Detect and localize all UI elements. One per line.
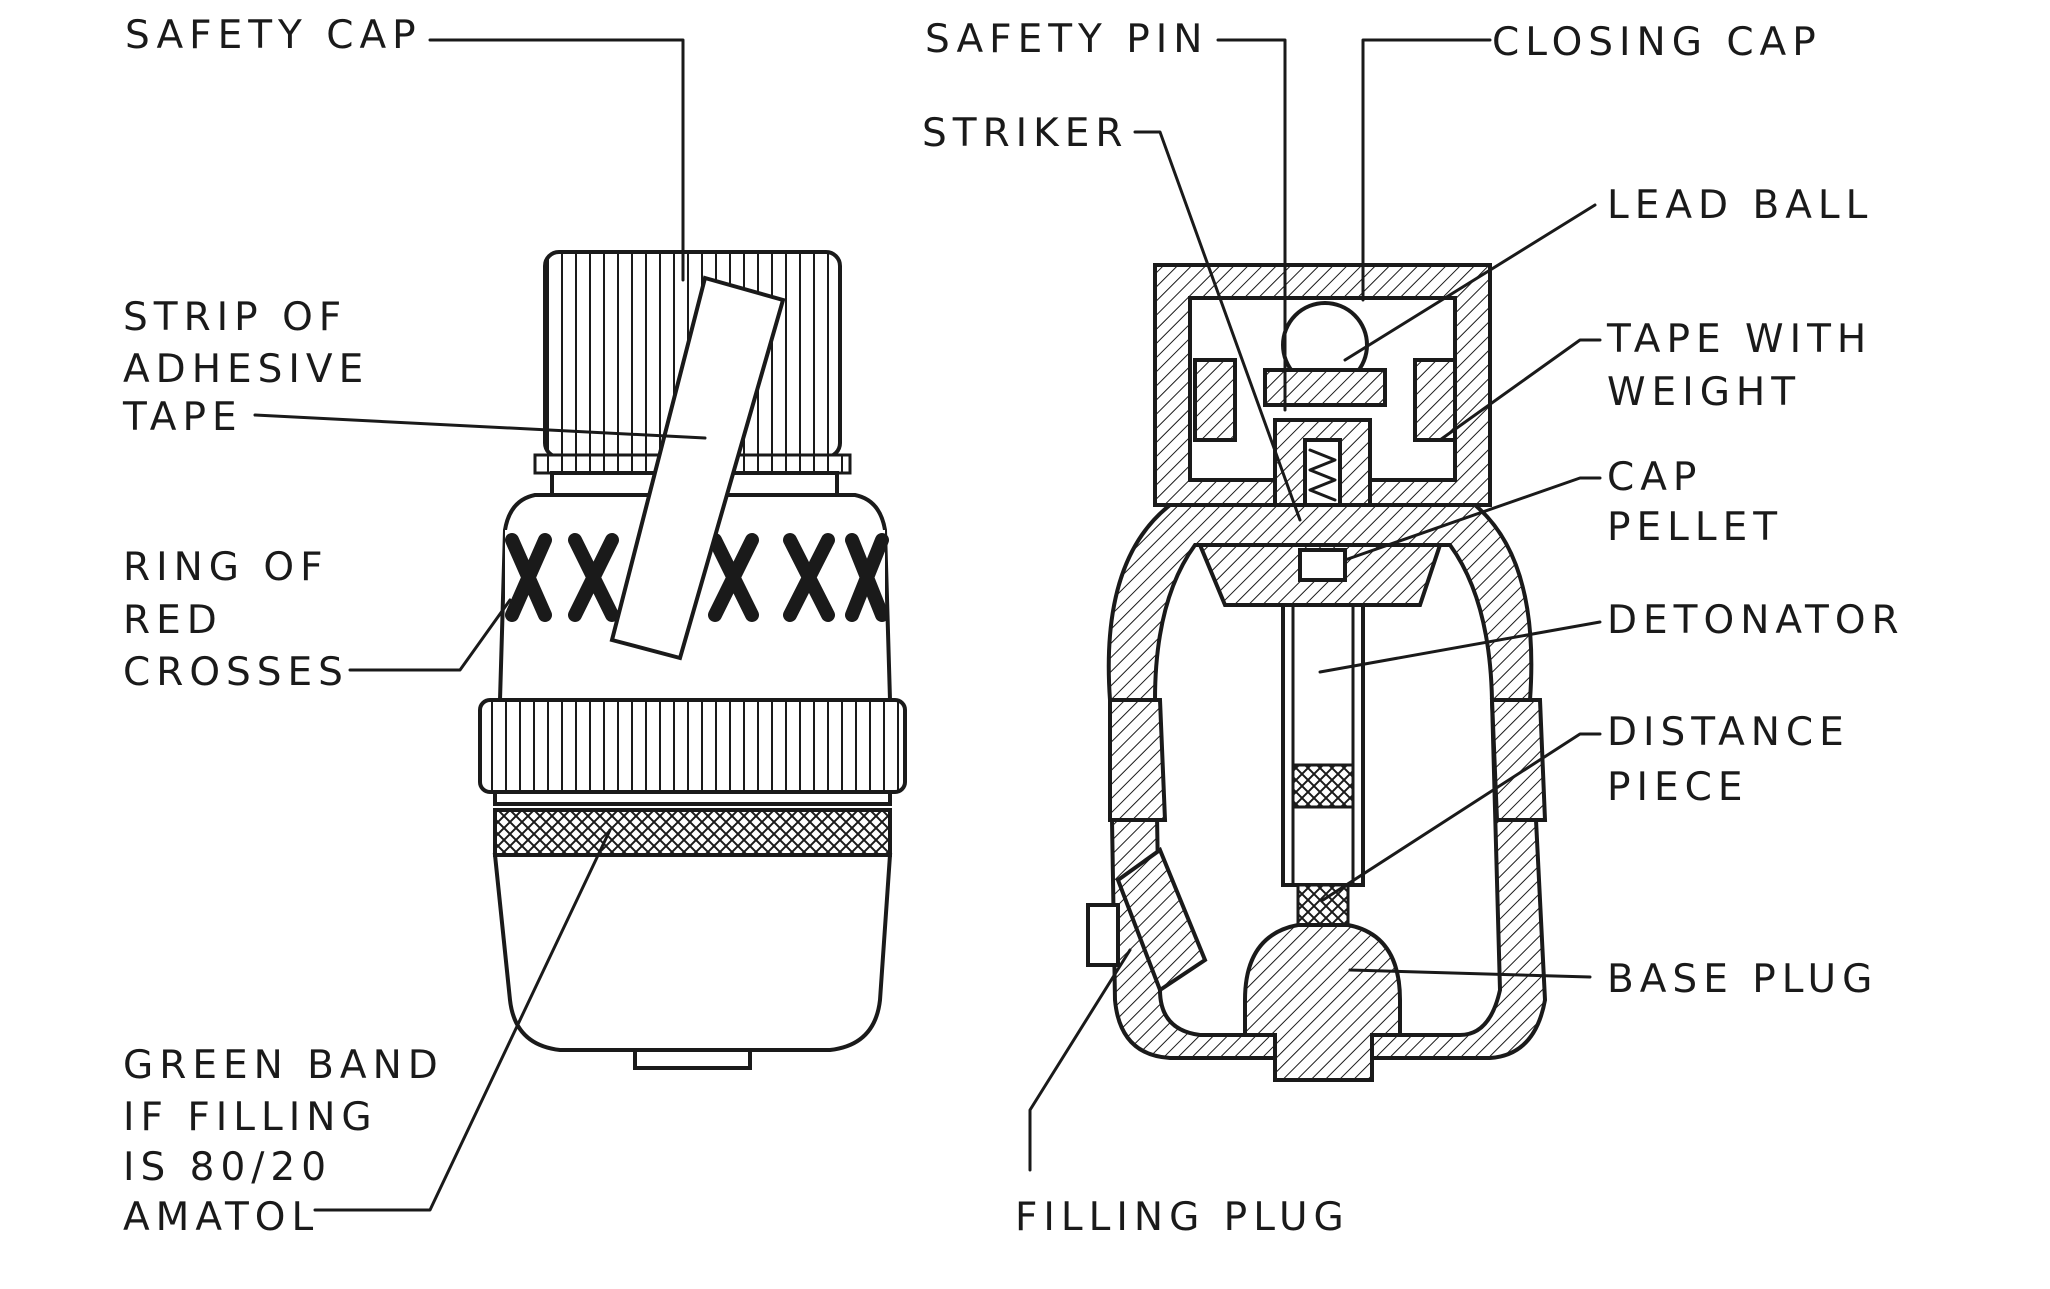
label-detonator: DETONATOR [1607,598,1905,643]
leader-lead-ball [1343,203,1597,362]
leader-tape-weight [1438,338,1602,442]
leader-safety-cap [428,38,685,282]
leader-red-crosses [348,598,512,672]
label-striker: STRIKER [922,111,1129,156]
label-green-line1: GREEN BAND [123,1043,444,1088]
grenade-lower-body [492,853,893,1052]
label-ring-line3: CROSSES [123,650,349,695]
label-strip-line3: TAPE [122,395,243,440]
leader-green-band [313,828,612,1212]
label-closing-cap: CLOSING CAP [1492,20,1822,65]
detonator [1281,603,1365,887]
adhesive-tape-strip [609,275,786,661]
leader-base-plug [1348,968,1592,979]
label-filling-plug: FILLING PLUG [1015,1195,1350,1240]
label-green-line3: IS 80/20 [123,1145,332,1190]
label-distance-line1: DISTANCE [1607,710,1850,755]
leader-cap-pellet [1343,476,1602,562]
label-tape-line1: TAPE WITH [1606,317,1872,362]
fuse-housing [1153,263,1492,542]
leader-striker [1133,130,1302,522]
leader-detonator [1318,620,1602,674]
label-green-line4: AMATOL [123,1195,319,1240]
leader-distance-piece [1321,732,1602,902]
side-boss-right [1489,698,1548,822]
label-safety-pin: SAFETY PIN [925,17,1208,62]
base-stub [633,1048,752,1070]
filling-plug [1086,846,1208,994]
green-band [493,808,892,857]
label-tape-line2: WEIGHT [1607,370,1801,415]
leader-filling-plug [1028,948,1132,1172]
grenade-exterior-view [478,250,907,1070]
label-safety-cap: SAFETY CAP [125,13,422,58]
grip-band [478,698,907,806]
leader-safety-pin [1216,38,1287,412]
side-boss-left [1108,698,1168,822]
leader-closing-cap [1361,38,1492,302]
label-ring-line2: RED [123,598,223,643]
label-distance-line2: PIECE [1607,765,1749,810]
label-base-plug: BASE PLUG [1607,957,1878,1002]
label-strip-line2: ADHESIVE [123,347,369,392]
label-cap-line1: CAP [1607,455,1702,500]
base-plug [1243,923,1402,1082]
label-text: SAFETY CAP STRIP OF ADHESIVE TAPE RING O… [122,13,1905,1240]
tape-weight [1193,358,1237,442]
leader-adhesive-tape [253,413,707,440]
cap-pellet [1298,548,1347,582]
label-ring-line1: RING OF [123,545,329,590]
grenade-section-view [1086,263,1548,1082]
leader-lines [253,38,1602,1212]
label-cap-line2: PELLET [1607,505,1783,550]
distance-piece [1296,883,1350,927]
label-green-line2: IF FILLING [123,1095,378,1140]
label-strip-line1: STRIP OF [123,295,347,340]
label-lead-ball: LEAD BALL [1607,183,1873,228]
